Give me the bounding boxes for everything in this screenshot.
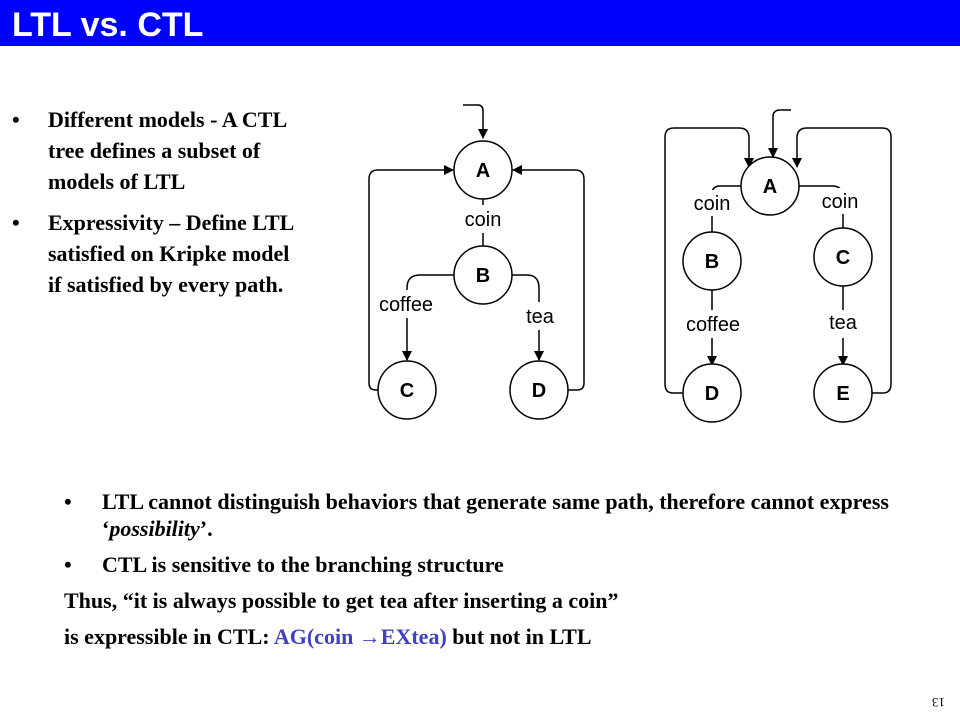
state-node-a (453, 140, 513, 200)
edge-d-a (664, 127, 754, 394)
slide-title: LTL vs. CTL (12, 6, 204, 44)
bullet-text-prefix: LTL cannot distinguish behaviors that ge… (102, 489, 889, 541)
right-state-diagram: A B C D E coin coin coffee tea (664, 109, 892, 423)
bullet-text: Different models - A CTL tree defines a … (48, 107, 286, 194)
title-bar: LTL vs. CTL (0, 0, 960, 46)
line-suffix: but not in LTL (446, 624, 592, 649)
bullet-icon: • (64, 552, 72, 577)
state-node-c (377, 360, 437, 420)
edge-label-coin-right: coin (822, 191, 859, 213)
initial-arrow (463, 104, 488, 139)
state-node-e (813, 363, 873, 423)
bullet-text: LTL cannot distinguish behaviors that ge… (102, 488, 924, 542)
list-item: • CTL is sensitive to the branching stru… (64, 551, 924, 578)
ctl-formula: AG(coin →EXtea) (273, 624, 447, 649)
node-label-d: D (705, 383, 719, 405)
statement-line: Thus, “it is always possible to get tea … (64, 588, 619, 613)
bullet-icon: • (12, 210, 20, 235)
bullet-icon: • (12, 107, 20, 132)
edge-label-coin-left: coin (694, 193, 731, 215)
state-node-a (740, 156, 800, 216)
node-label-b: B (476, 265, 490, 287)
state-node-b (453, 245, 513, 305)
bullet-text: CTL is sensitive to the branching struct… (102, 552, 504, 577)
edge-e-a (792, 127, 892, 394)
list-item: • Expressivity – Define LTL satisfied on… (12, 207, 302, 300)
node-label-c: C (836, 247, 850, 269)
node-label-a: A (476, 160, 490, 182)
line-prefix: is expressible in CTL: (64, 624, 274, 649)
edge-d-a (512, 165, 585, 391)
state-node-b (682, 231, 742, 291)
bullet-text-italic: possibility (109, 516, 200, 541)
list-item: • LTL cannot distinguish behaviors that … (64, 488, 924, 542)
state-node-d (682, 363, 742, 423)
state-node-c (813, 227, 873, 287)
node-label-c: C (400, 380, 414, 402)
list-item: • Different models - A CTL tree defines … (12, 104, 302, 197)
edge-label-tea: tea (526, 306, 555, 328)
edge-b-d (512, 274, 544, 361)
bullet-text-suffix: ’. (199, 516, 213, 541)
edge-b-c (402, 274, 454, 361)
left-state-diagram: A B C D coin coffee tea (368, 104, 585, 420)
node-label-d: D (532, 380, 546, 402)
state-node-d (509, 360, 569, 420)
node-label-e: E (836, 383, 849, 405)
left-bullet-list: • Different models - A CTL tree defines … (12, 104, 302, 310)
edge-label-tea: tea (829, 312, 858, 334)
page-number: 13 (932, 695, 945, 710)
expressibility-line: is expressible in CTL: AG(coin →EXtea) b… (64, 623, 924, 650)
edge-label-coin: coin (465, 209, 502, 231)
initial-arrow (768, 109, 791, 158)
node-label-a: A (763, 176, 777, 198)
bullet-icon: • (64, 489, 72, 514)
bullet-text: Expressivity – Define LTL satisfied on K… (48, 210, 294, 297)
edge-c-a (368, 165, 454, 391)
edge-label-coffee: coffee (379, 294, 433, 316)
bottom-text-block: • LTL cannot distinguish behaviors that … (64, 488, 924, 659)
edge-label-coffee: coffee (686, 314, 740, 336)
node-label-b: B (705, 251, 719, 273)
